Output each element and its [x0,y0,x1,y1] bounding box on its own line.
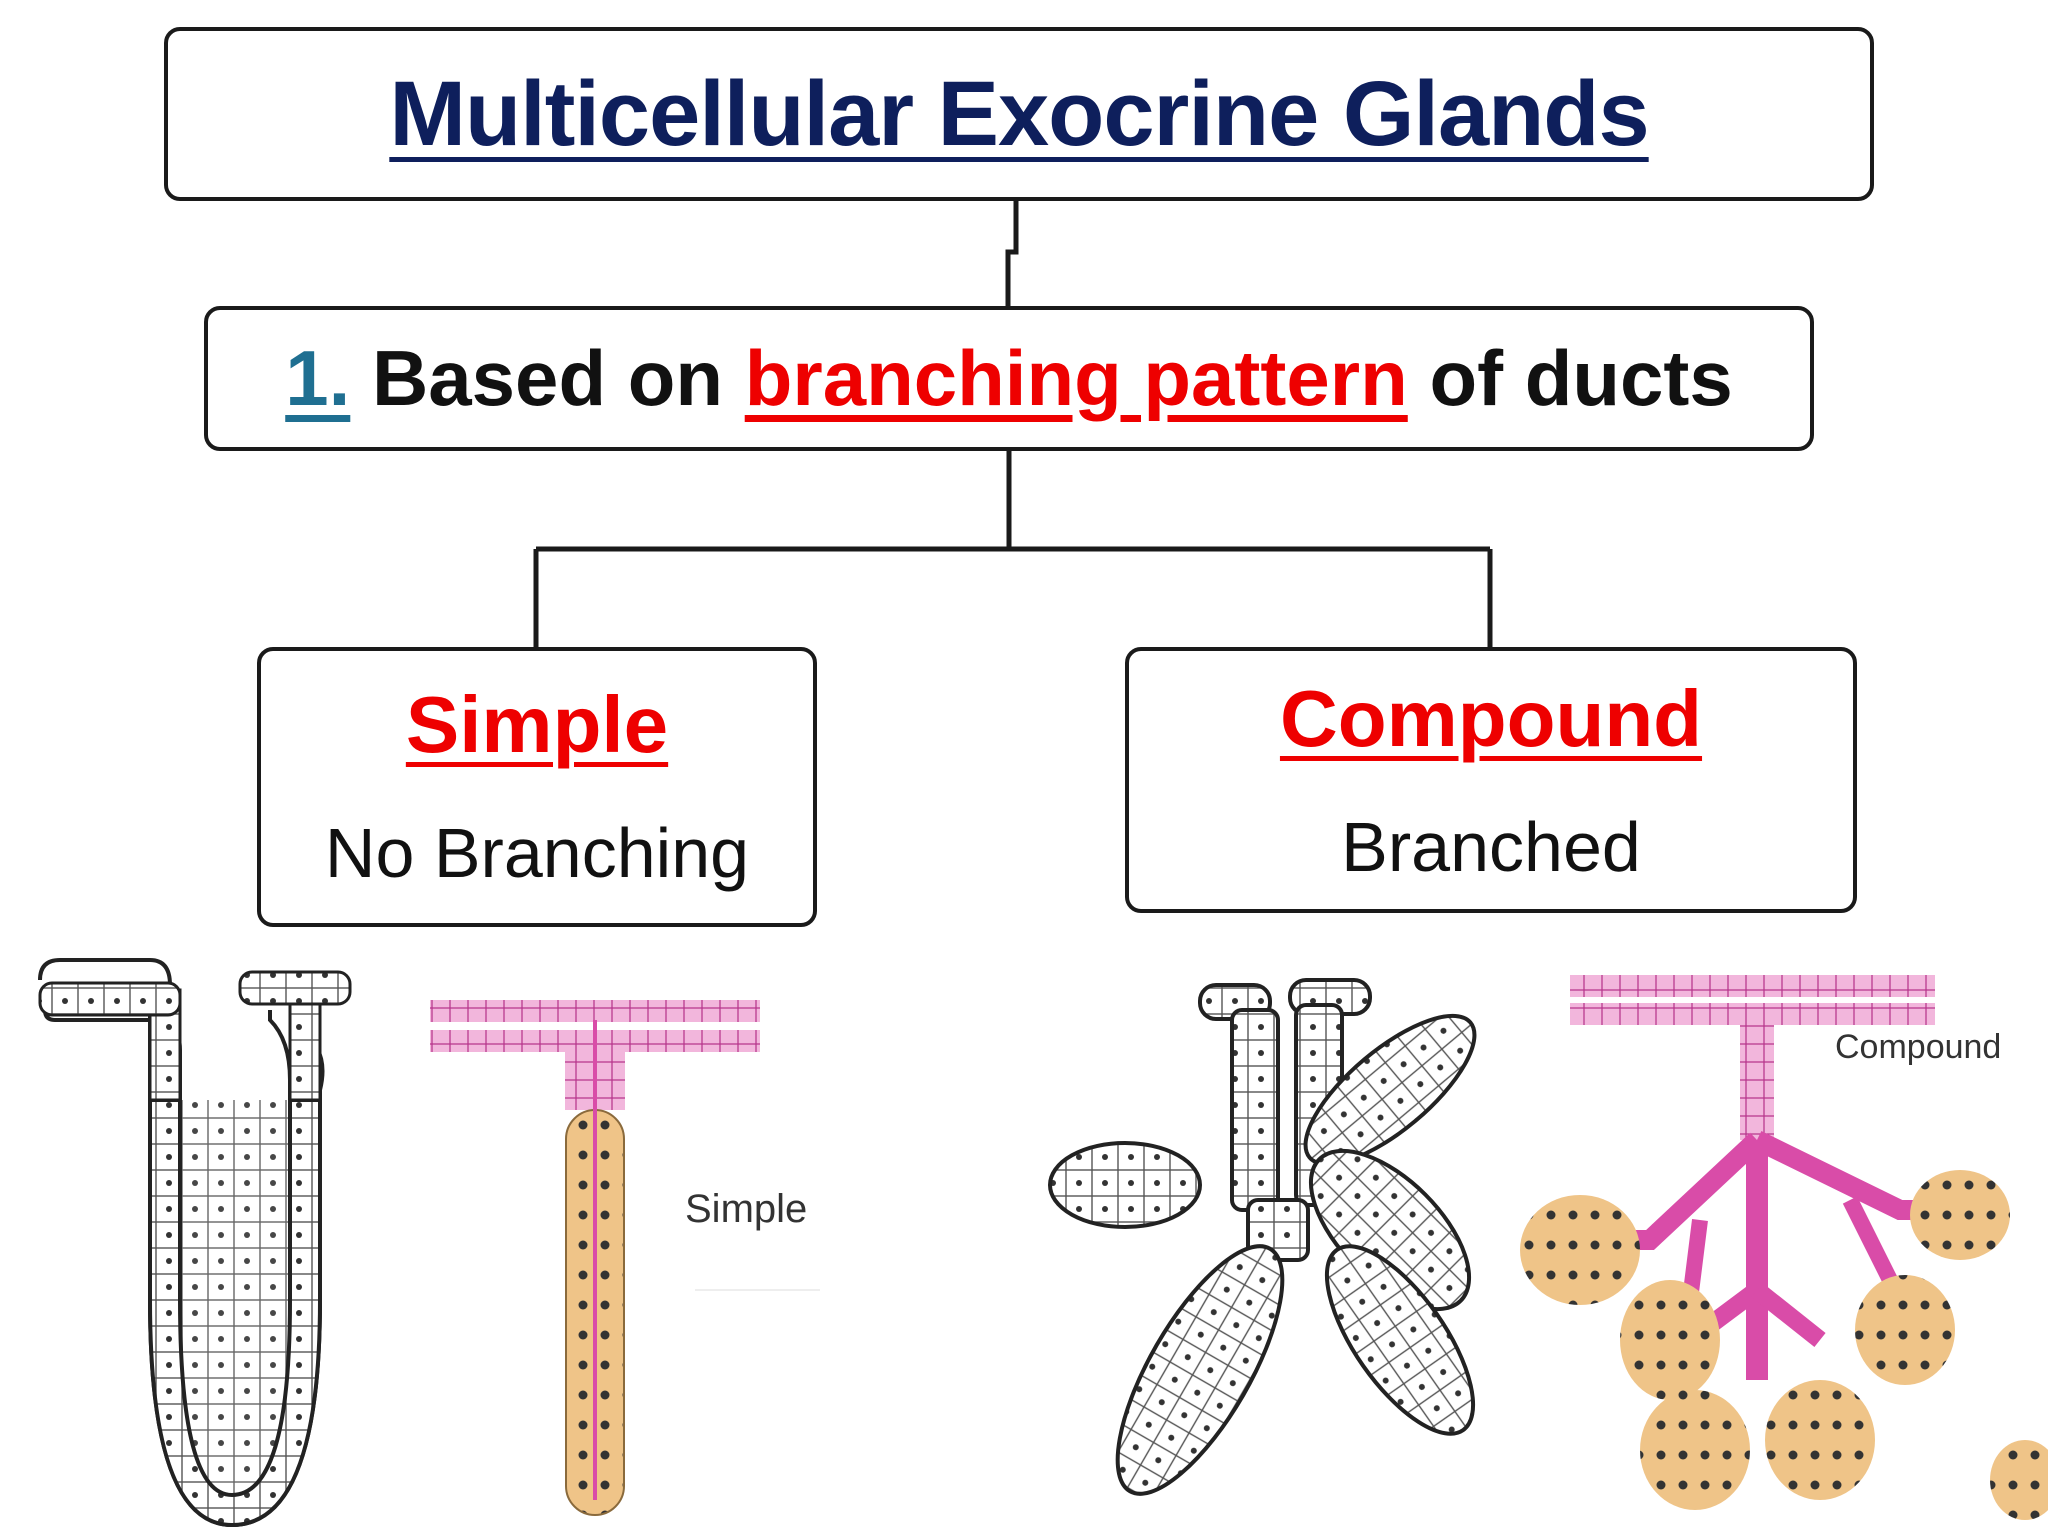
simple-category-box: Simple No Branching [257,647,817,927]
simple-gland-drawing [38,958,352,1528]
criterion-suffix: of ducts [1429,334,1733,422]
criterion-prefix: Based on [371,334,724,422]
simple-description: No Branching [324,814,750,892]
simple-gland-color-drawing: Simple [430,1000,820,1516]
criterion-box: 1. Based on branching pattern of ducts [204,306,1814,451]
compound-figure-label: Compound [1835,1028,2001,1066]
criterion-text: 1. Based on branching pattern of ducts [285,333,1733,424]
simple-figure-label: Simple [685,1187,807,1231]
compound-description: Branched [1341,808,1641,886]
compound-gland-color-drawing: Compound [1520,975,2048,1520]
compound-title: Compound [1279,674,1703,763]
compound-gland-drawing [1048,978,1477,1496]
connector-title-to-criterion [1005,201,1019,306]
title-box: Multicellular Exocrine Glands [164,27,1874,201]
page-title: Multicellular Exocrine Glands [389,62,1649,165]
simple-title: Simple [405,680,669,769]
criterion-number: 1. [285,334,351,422]
compound-category-box: Compound Branched [1125,647,1857,913]
criterion-keyword: branching pattern [744,334,1408,422]
